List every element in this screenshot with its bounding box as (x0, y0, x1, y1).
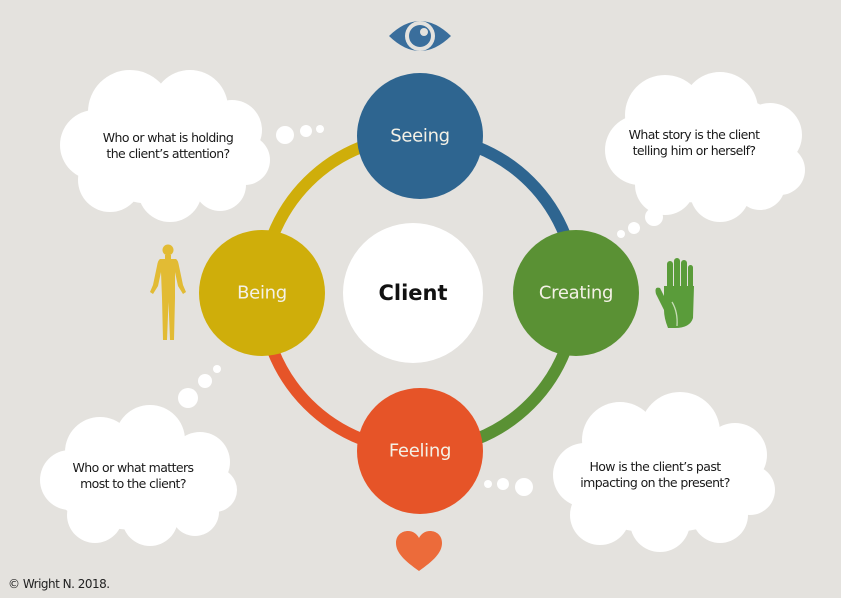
thought-line: What story is the client (628, 127, 760, 142)
client-node (343, 223, 483, 363)
human-figure-icon (150, 244, 186, 340)
heart-icon (396, 531, 442, 571)
thought-line: most to the client? (80, 476, 186, 491)
hand-icon (655, 258, 694, 328)
thought-dot (645, 208, 663, 226)
thought-text-being: Who or what matters most to the client? (72, 460, 195, 492)
thought-text-feeling: How is the client’s past impacting on th… (580, 459, 730, 491)
thought-line: Who or what is holding (102, 130, 234, 145)
copyright-text: © Wright N. 2018. (8, 577, 110, 591)
thought-text-creating: What story is the client telling him or … (629, 127, 760, 159)
thought-cloud-being (40, 405, 237, 546)
seeing-label: Seeing (390, 125, 450, 147)
thought-dot (497, 478, 509, 490)
creating-node (513, 230, 639, 356)
thought-dot (484, 480, 492, 488)
thought-cloud-creating (605, 72, 805, 222)
thought-dot (276, 126, 294, 144)
thought-dot (628, 222, 640, 234)
feeling-label: Feeling (388, 440, 452, 462)
thought-line: telling him or herself? (632, 143, 756, 158)
thought-dot (617, 230, 625, 238)
client-label: Client (378, 281, 448, 305)
thought-dots-seeing (276, 125, 324, 144)
thought-line: impacting on the present? (580, 475, 730, 490)
thought-text-seeing: Who or what is holding the client’s atte… (102, 130, 234, 162)
eye-icon (389, 21, 451, 51)
thought-dot (178, 388, 198, 408)
thought-dots-creating (617, 208, 663, 238)
thought-dots-feeling (484, 478, 533, 496)
thought-line: the client’s attention? (106, 146, 230, 161)
thought-dot (198, 374, 212, 388)
thought-dot (300, 125, 312, 137)
thought-dot (515, 478, 533, 496)
seeing-node (357, 73, 483, 199)
thought-cloud-seeing (60, 70, 270, 222)
creating-label: Creating (538, 282, 614, 304)
being-label: Being (237, 282, 287, 304)
thought-dot (316, 125, 324, 133)
thought-cloud-feeling (553, 392, 775, 552)
thought-line: How is the client’s past (589, 459, 721, 474)
thought-line: Who or what matters (72, 460, 195, 475)
being-node (199, 230, 325, 356)
feeling-node (357, 388, 483, 514)
thought-dot (213, 365, 221, 373)
thought-dots-being (178, 365, 221, 408)
